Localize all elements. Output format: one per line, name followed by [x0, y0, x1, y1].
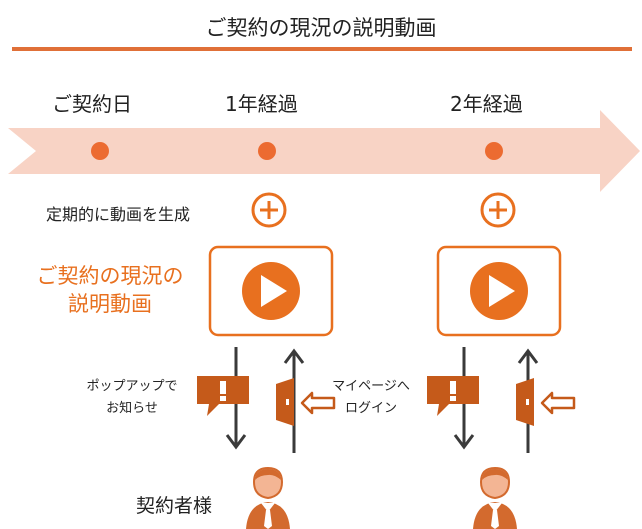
- milestone-year1: 1年経過: [225, 92, 298, 116]
- door-login-icon: [516, 378, 576, 426]
- milestone-year2: 2年経過: [450, 92, 523, 116]
- video-title: ご契約の現況の 説明動画: [30, 262, 190, 318]
- login-line1: マイページへ: [332, 379, 410, 394]
- contractor-label: 契約者様: [136, 495, 213, 517]
- popup-notice-label: ポップアップで お知らせ: [82, 376, 182, 420]
- alert-bubble-icon: [197, 376, 249, 416]
- video-thumbnail-year1[interactable]: [208, 245, 334, 337]
- alert-bubble-icon: [427, 376, 479, 416]
- plus-circle-icon: [480, 192, 516, 228]
- video-thumbnail-year2[interactable]: [436, 245, 562, 337]
- door-login-icon: [276, 378, 336, 426]
- login-line2: ログイン: [344, 401, 397, 416]
- milestone-contract-day: ご契約日: [52, 92, 132, 116]
- person-icon: [473, 466, 517, 529]
- milestone-dot: [91, 142, 109, 160]
- diagram-title: ご契約の現況の説明動画: [205, 16, 437, 40]
- mypage-login-label: マイページへ ログイン: [328, 376, 414, 420]
- timeline-arrow: [8, 110, 640, 192]
- popup-line1: ポップアップで: [86, 379, 178, 394]
- title-divider: [12, 47, 632, 51]
- milestone-dot: [485, 142, 503, 160]
- generate-label: 定期的に動画を生成: [46, 205, 191, 224]
- video-title-line2: 説明動画: [68, 292, 152, 316]
- plus-circle-icon: [251, 192, 287, 228]
- person-icon: [246, 466, 290, 529]
- video-title-line1: ご契約の現況の: [36, 264, 184, 288]
- milestone-dot: [258, 142, 276, 160]
- popup-line2: お知らせ: [106, 401, 158, 416]
